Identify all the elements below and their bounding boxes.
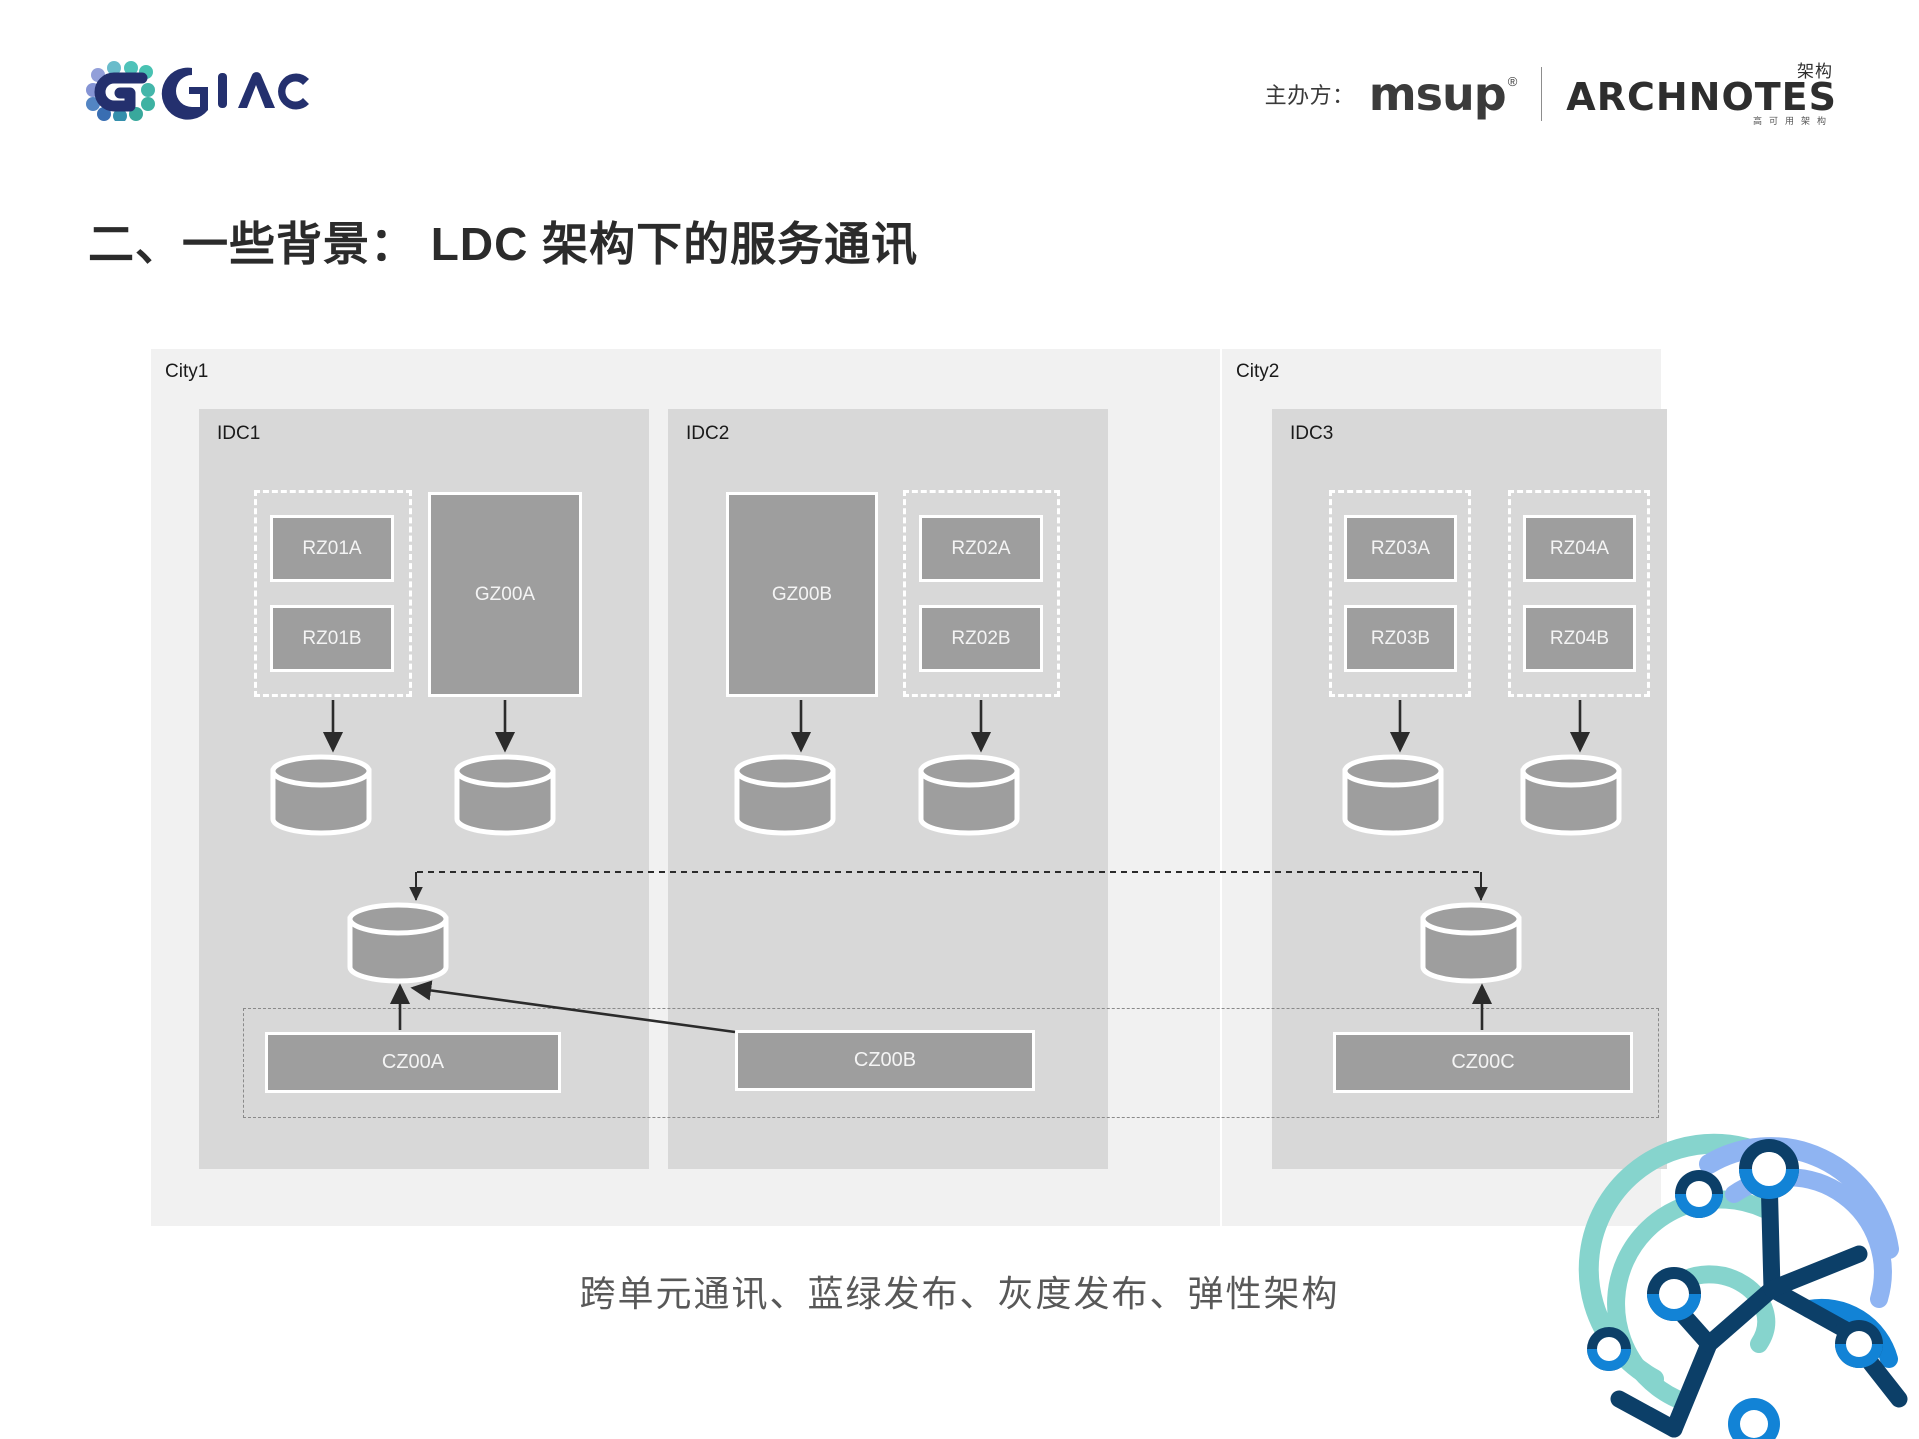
msup-logo: msup ® (1369, 71, 1518, 117)
node-label: RZ03B (1370, 627, 1431, 649)
cz-group-dashed-band (243, 1008, 1659, 1118)
node-rz02b[interactable]: RZ02B (919, 605, 1043, 672)
node-label: RZ02B (951, 627, 1011, 649)
city1-label: City1 (165, 361, 209, 382)
node-rz03a[interactable]: RZ03A (1344, 515, 1457, 582)
giac-logo (84, 55, 314, 125)
idc1-label: IDC1 (217, 423, 261, 444)
node-label: RZ04B (1549, 627, 1610, 649)
archnotes-cn-label: 架构 (1797, 61, 1833, 81)
node-label: CZ00C (1451, 1051, 1515, 1073)
sponsor-label: 主办方： (1264, 83, 1355, 108)
node-gz00a[interactable]: GZ00A (428, 492, 582, 697)
node-label: GZ00A (474, 583, 536, 605)
idc2-label: IDC2 (686, 423, 730, 444)
rz03-group (1329, 490, 1471, 697)
node-label: RZ02A (951, 537, 1011, 559)
rz02-group (903, 490, 1060, 697)
node-cz00b[interactable]: CZ00B (735, 1030, 1035, 1091)
archnotes-logo: 架构 ARCHNOTES 高可用架构 (1566, 63, 1837, 126)
rz04-group (1508, 490, 1650, 697)
archnotes-tagline: 高可用架构 (1752, 115, 1833, 126)
node-gz00b[interactable]: GZ00B (726, 492, 878, 697)
node-rz01b[interactable]: RZ01B (270, 605, 394, 672)
node-cz00a[interactable]: CZ00A (265, 1032, 561, 1093)
node-rz04b[interactable]: RZ04B (1523, 605, 1636, 672)
node-rz03b[interactable]: RZ03B (1344, 605, 1457, 672)
node-label: CZ00B (853, 1049, 917, 1071)
city2-label: City2 (1236, 361, 1280, 382)
page-title: 二、一些背景： LDC 架构下的服务通讯 (88, 218, 919, 270)
node-rz02a[interactable]: RZ02A (919, 515, 1043, 582)
rz01-group (254, 490, 412, 697)
node-label: RZ01A (302, 537, 362, 559)
msup-wordmark: msup (1368, 67, 1507, 121)
sponsor-divider (1541, 67, 1543, 121)
node-rz01a[interactable]: RZ01A (270, 515, 394, 582)
archnotes-wordmark: ARCHNOTES (1566, 74, 1837, 119)
node-label: GZ00B (771, 583, 833, 605)
node-label: RZ01B (302, 627, 362, 649)
node-label: RZ04A (1549, 537, 1610, 559)
node-label: RZ03A (1370, 537, 1431, 559)
node-cz00c[interactable]: CZ00C (1333, 1032, 1633, 1093)
registered-mark-icon: ® (1507, 74, 1518, 89)
diagram-caption: 跨单元通讯、蓝绿发布、灰度发布、弹性架构 (579, 1273, 1340, 1314)
idc3-label: IDC3 (1290, 423, 1334, 444)
sponsor-row: 主办方： msup ® 架构 ARCHNOTES 高可用架构 (1265, 62, 1837, 126)
node-label: CZ00A (381, 1051, 445, 1073)
node-rz04a[interactable]: RZ04A (1523, 515, 1636, 582)
